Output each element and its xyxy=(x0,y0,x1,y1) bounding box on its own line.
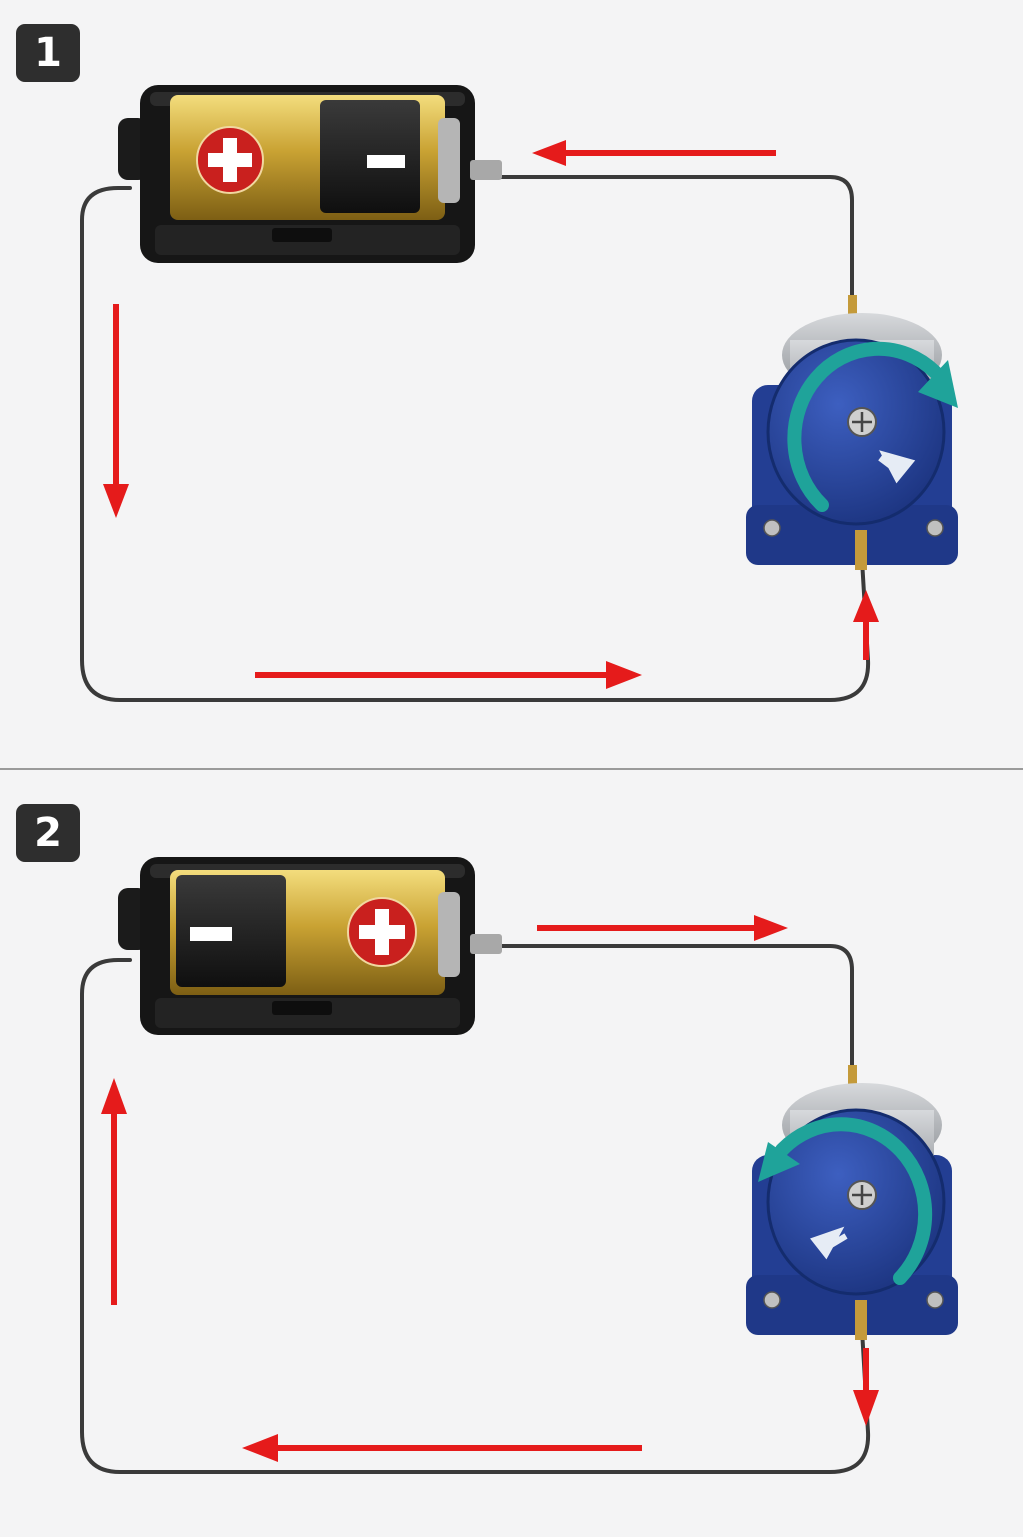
motor-rotation-arrow-counterclockwise xyxy=(758,1117,933,1285)
panel-number-badge: 1 xyxy=(16,24,80,82)
panel-divider xyxy=(0,768,1023,770)
battery xyxy=(170,95,460,220)
panel-1 xyxy=(80,85,958,702)
circuit-wire xyxy=(80,944,871,1474)
panel-2 xyxy=(80,857,958,1474)
negative-terminal-icon xyxy=(367,155,405,168)
current-arrow-top xyxy=(537,915,788,941)
current-arrow-right xyxy=(853,1348,879,1426)
motor xyxy=(746,295,958,570)
current-arrow-left xyxy=(101,1078,127,1305)
negative-terminal-icon xyxy=(190,927,232,941)
battery-reversed xyxy=(170,870,460,995)
current-arrow-top xyxy=(532,140,776,166)
panel-number-badge: 2 xyxy=(16,804,80,862)
motor-rotation-arrow-clockwise xyxy=(787,341,958,512)
current-arrow-left xyxy=(103,304,129,518)
current-arrow-bottom xyxy=(242,1434,642,1462)
circuit-wire xyxy=(80,175,871,702)
current-arrow-bottom xyxy=(255,661,642,689)
current-arrow-right xyxy=(853,590,879,660)
